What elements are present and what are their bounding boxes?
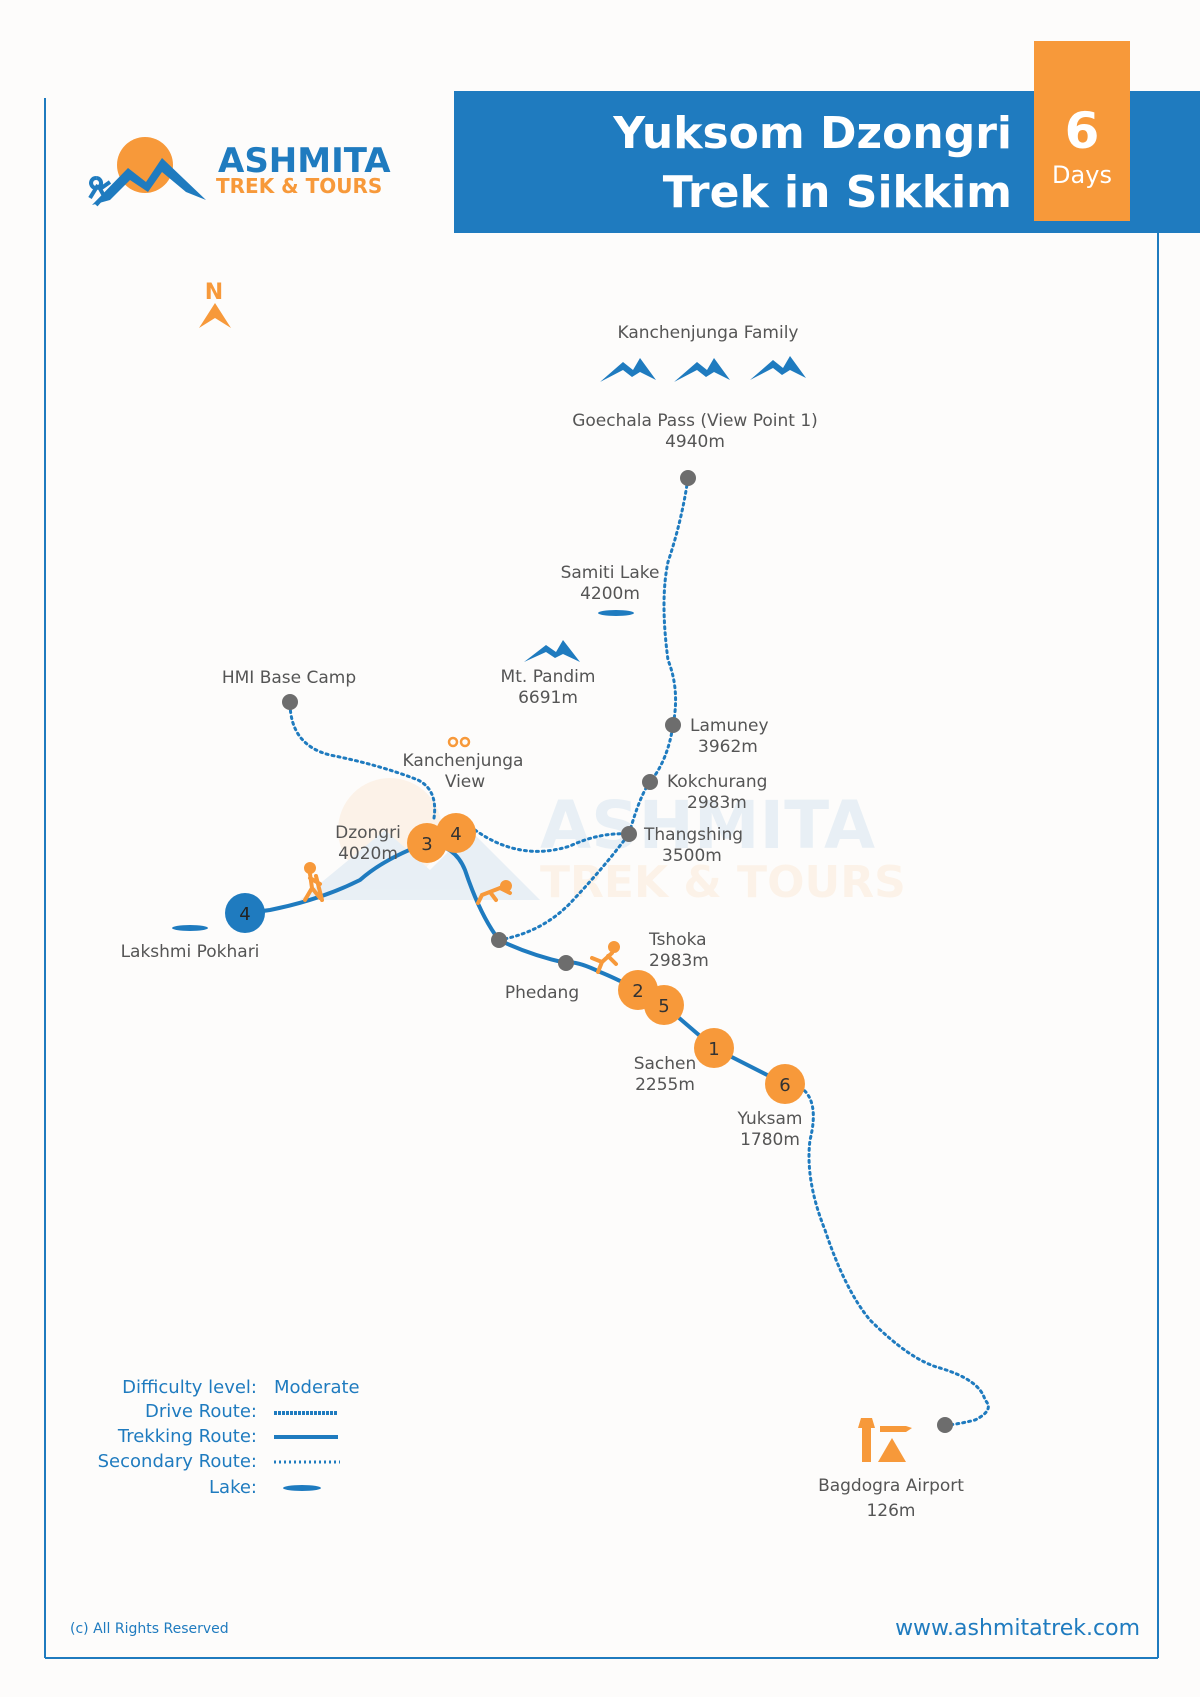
compass-arrow-icon [199,303,231,328]
logo-mountain-icon [92,158,206,205]
place-labels-left: Lamuney 3962m Kokchurang 2983m Thangshin… [643,716,769,971]
day-marker: 4 [225,893,265,933]
kanchenjunga-family-label: Kanchenjunga Family [618,323,799,343]
title-line-2: Trek in Sikkim [663,167,1012,218]
climber-icon [476,880,512,905]
kview-line1: Kanchenjunga [403,751,524,771]
node-goechala [680,470,696,486]
node-bagdogra [937,1417,953,1433]
route-phedang-thangshing [497,832,631,942]
company-logo: ASHMITA TREK & TOURS [88,137,391,207]
lamuney-alt: 3962m [698,737,758,757]
hmi-name: HMI Base Camp [222,668,356,688]
kokchurang-name: Kokchurang [667,772,767,792]
days-label: Days [1052,161,1112,189]
tshoka-name: Tshoka [648,930,707,950]
legend-secondary-label: Secondary Route: [98,1451,257,1472]
goechala-alt: 4940m [665,432,725,452]
bagdogra-alt: 126m [866,1501,915,1521]
secondary-routes [288,476,990,1427]
place-labels: Kanchenjunga Family Goechala Pass (View … [121,323,965,1521]
svg-text:TREK & TOURS: TREK & TOURS [540,857,906,908]
logo-climber-icon [88,176,112,207]
yuksam-alt: 1780m [740,1130,800,1150]
day-marker: 6 [765,1064,805,1104]
samiti-alt: 4200m [580,584,640,604]
bagdogra-name: Bagdogra Airport [818,1476,964,1496]
day-markers: 3 4 4 2 5 1 6 [225,813,805,1104]
route-yuksam-bagdogra [798,1085,990,1427]
node-phedang-junction [491,932,507,948]
node-lamuney [665,717,681,733]
thangshing-alt: 3500m [662,846,722,866]
logo-name: ASHMITA [218,141,391,181]
day-marker: 4 [436,813,476,853]
node-hmi [282,694,298,710]
copyright-text: (c) All Rights Reserved [70,1621,229,1637]
legend-lake-swatch [283,1485,321,1491]
hiker-icon [303,862,324,902]
lakshmi-name: Lakshmi Pokhari [121,942,260,962]
svg-text:1: 1 [708,1039,719,1060]
svg-text:4: 4 [239,904,250,925]
lakshmi-lake [172,925,208,931]
sachen-alt: 2255m [635,1075,695,1095]
legend-trekking-label: Trekking Route: [117,1426,257,1447]
airport-icon [858,1418,912,1462]
kokchurang-alt: 2983m [687,793,747,813]
phedang-name: Phedang [505,983,579,1003]
kanchenjunga-family-mountains [600,356,806,382]
legend-drive-label: Drive Route: [145,1401,257,1422]
samiti-lake [598,610,634,616]
legend-difficulty-value: Moderate [274,1377,360,1398]
pandim-alt: 6691m [518,688,578,708]
goechala-name: Goechala Pass (View Point 1) [572,411,818,431]
tshoka-alt: 2983m [649,951,709,971]
days-number: 6 [1065,102,1100,160]
binoculars-icon [447,736,471,748]
route-dzongri-thangshing [473,828,631,853]
thangshing-name: Thangshing [643,825,743,845]
legend-lake-label: Lake: [209,1477,257,1498]
route-dzongri-hmi [288,700,437,820]
header-banner: Yuksom Dzongri Trek in Sikkim 6 Days [454,41,1200,233]
mt-pandim-mountain-icon [524,640,580,662]
node-kokchurang [642,774,658,790]
kview-line2: View [445,772,485,792]
node-thangshing [621,826,637,842]
climber-icon [590,941,620,974]
mountain-icon [674,358,730,382]
svg-text:6: 6 [779,1075,790,1096]
days-badge [1034,41,1130,221]
sachen-name: Sachen [634,1054,697,1074]
pandim-name: Mt. Pandim [501,667,596,687]
yuksam-name: Yuksam [737,1109,803,1129]
page-frame [44,98,1159,1659]
website-link[interactable]: www.ashmitatrek.com [895,1616,1140,1641]
svg-text:2: 2 [632,981,643,1002]
svg-text:3: 3 [421,834,432,855]
legend-difficulty-label: Difficulty level: [122,1377,257,1398]
node-phedang [558,955,574,971]
samiti-name: Samiti Lake [561,563,660,583]
svg-text:4: 4 [450,824,461,845]
title-line-1: Yuksom Dzongri [612,108,1012,159]
svg-text:ASHMITA: ASHMITA [540,787,875,864]
lamuney-name: Lamuney [690,716,769,736]
day-marker: 5 [644,985,684,1025]
logo-tagline: TREK & TOURS [216,174,382,198]
mountain-icon [600,358,656,382]
dzongri-name: Dzongri [335,823,401,843]
mountain-icon [750,356,806,380]
svg-text:5: 5 [658,996,669,1017]
dzongri-alt: 4020m [338,844,398,864]
day-marker: 1 [694,1028,734,1068]
legend: Difficulty level: Moderate Drive Route: … [98,1377,360,1498]
waypoint-nodes [282,470,953,1433]
compass-letter: N [205,280,223,305]
watermark: ASHMITA TREK & TOURS [300,778,906,908]
compass: N [199,280,231,328]
